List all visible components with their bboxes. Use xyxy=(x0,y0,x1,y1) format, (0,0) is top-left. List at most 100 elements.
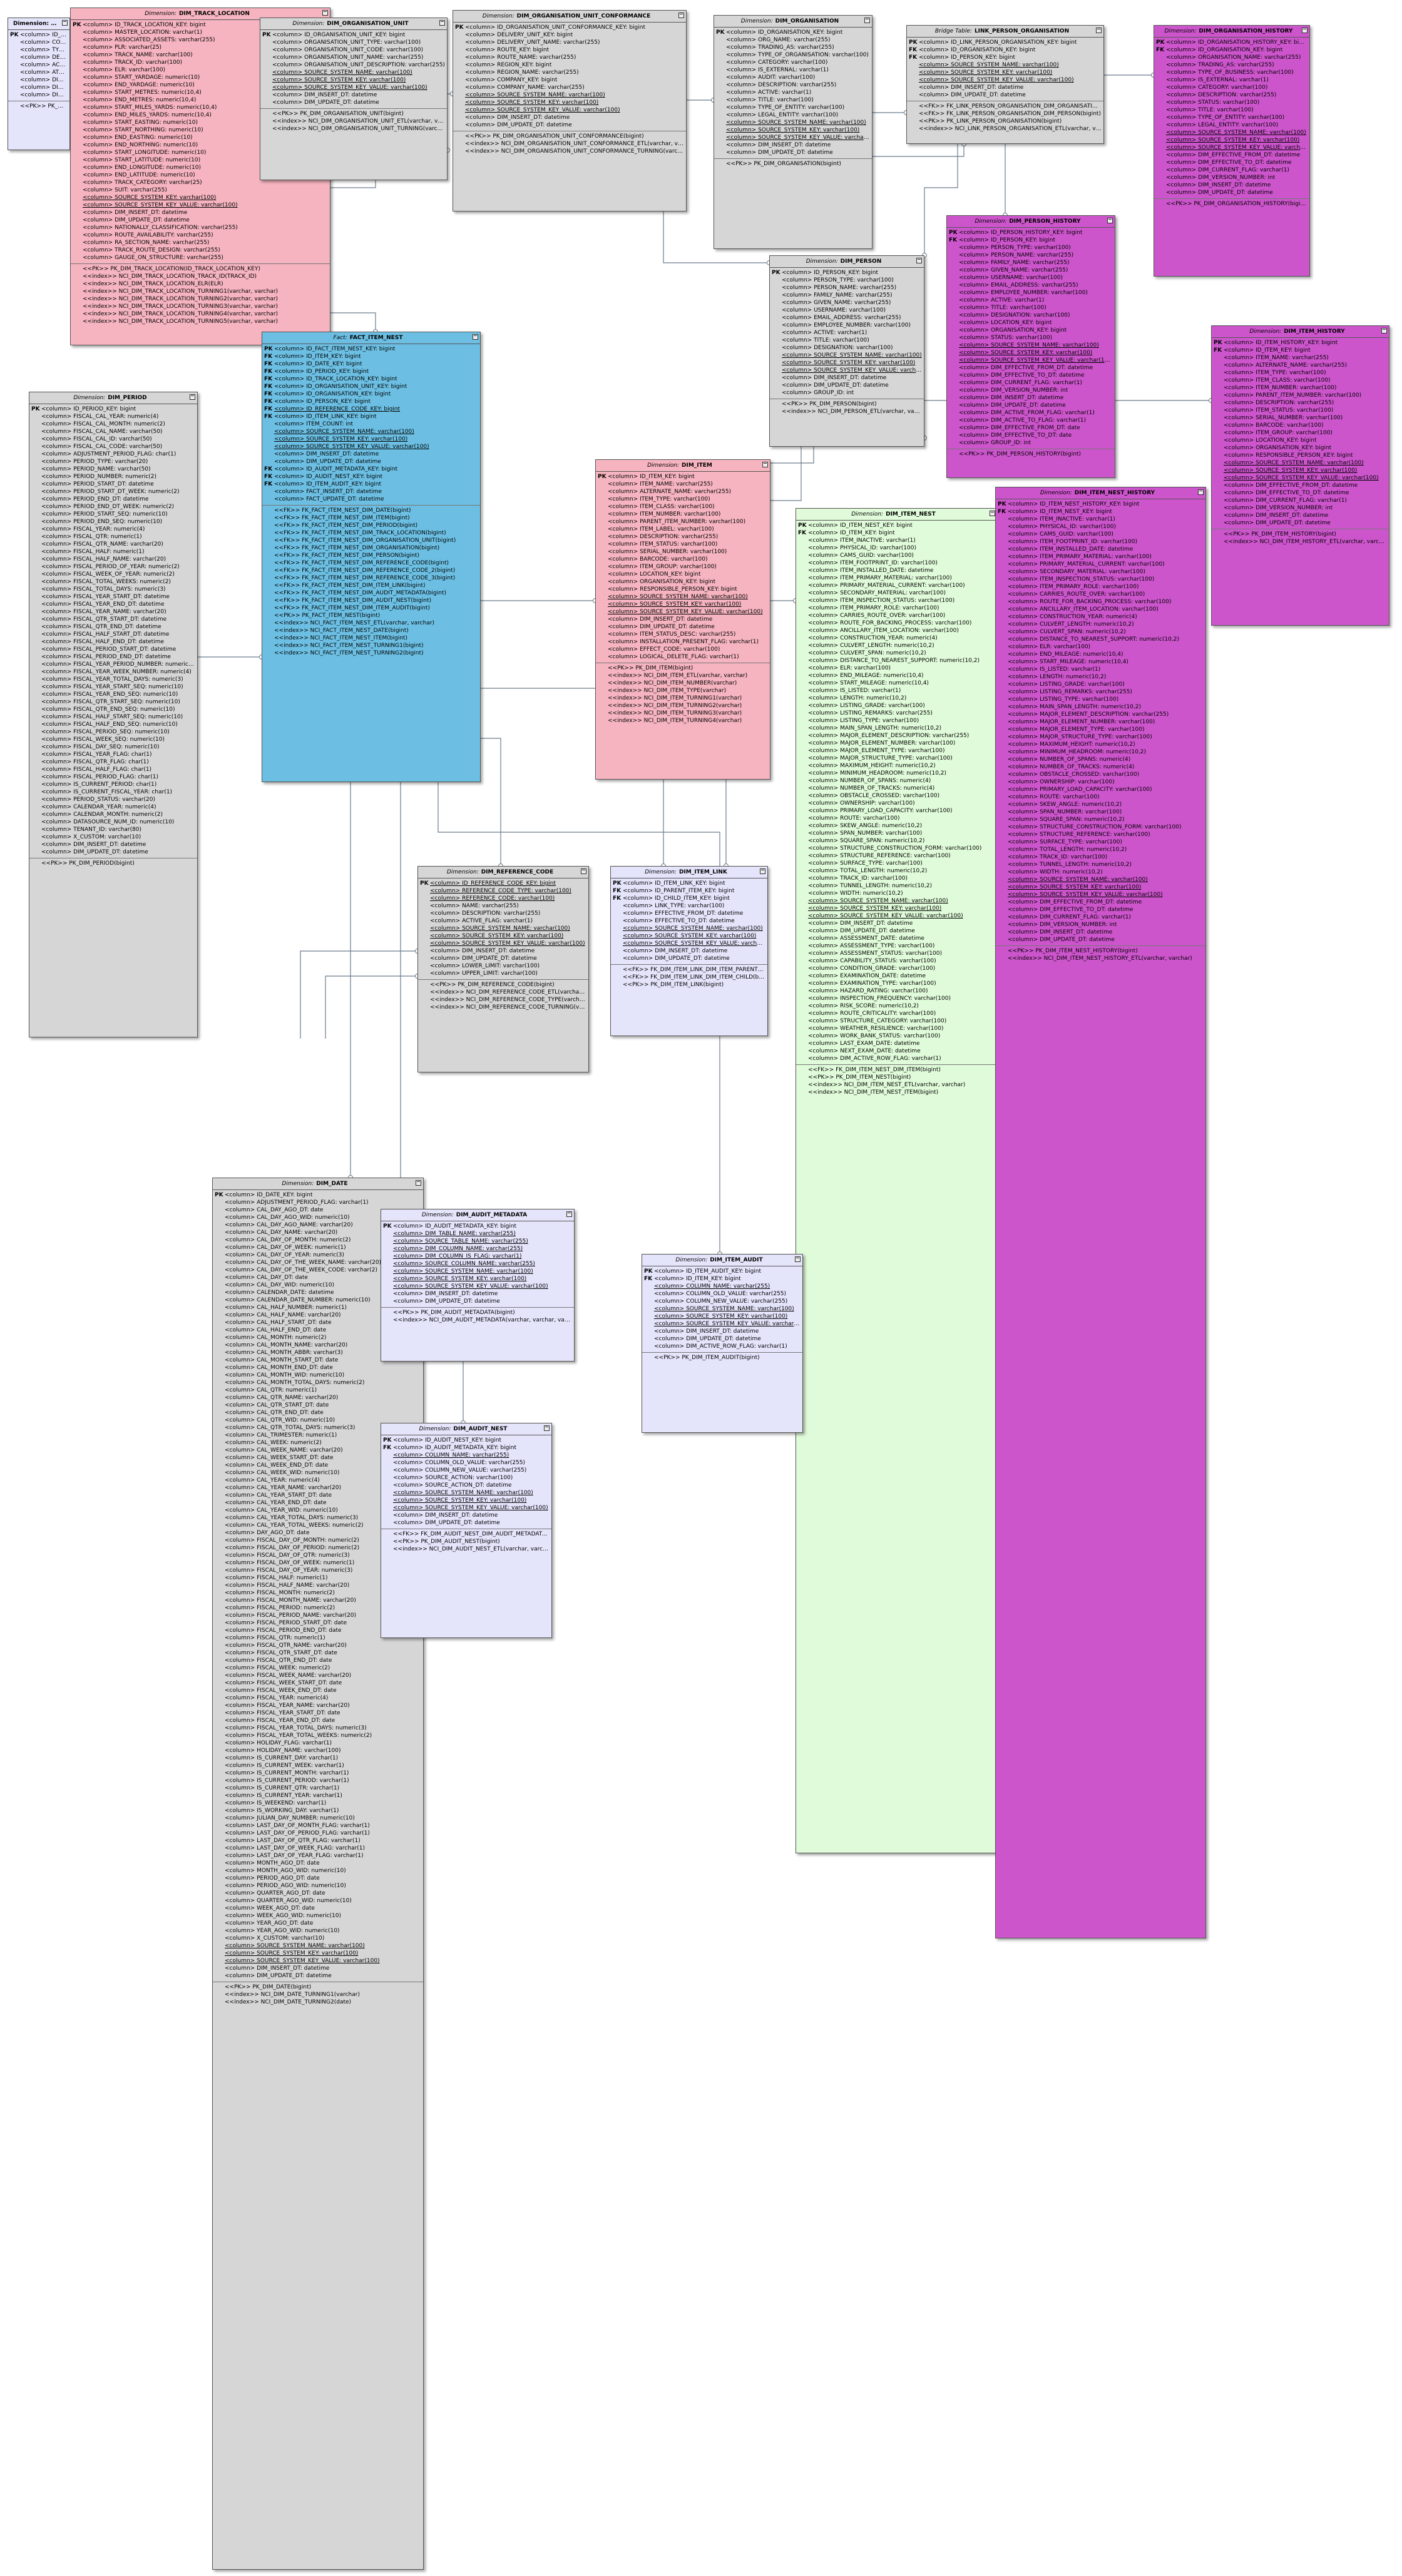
column-row[interactable]: <column> OBSTACLE_CROSSED: varchar(100) xyxy=(998,771,1204,778)
column-row[interactable]: FK<column> ID_ITEM_KEY: bigint xyxy=(1214,347,1387,354)
column-row[interactable]: <column> LENGTH: numeric(10,2) xyxy=(998,673,1204,681)
column-row[interactable]: <column> DIM_INSERT_DT: datetime xyxy=(73,209,328,216)
column-row[interactable]: <column> WEEK_AGO_WID: numeric(10) xyxy=(215,1912,421,1920)
column-row[interactable]: <column> FISCAL_YEAR_TOTAL_DAYS: numeric… xyxy=(215,1724,421,1732)
column-row[interactable]: <column> IS_WORKING_DAY: varchar(1) xyxy=(215,1807,421,1815)
column-row[interactable]: FK<column> ID_ITEM_KEY: bigint xyxy=(798,529,995,537)
column-row[interactable]: <column> ASSESSMENT_DATE: datetime xyxy=(798,935,995,942)
column-row[interactable]: <column> MAJOR_STRUCTURE_TYPE: varchar(1… xyxy=(798,755,995,762)
key-row[interactable]: <<index>> NCI_DIM_ITEM_ETL(varchar, varc… xyxy=(598,672,768,680)
column-row[interactable]: <column> ROUTE_FOR_BACKING_PROCESS: varc… xyxy=(798,619,995,627)
column-row[interactable]: <column> LOWER_LIMIT: varchar(100) xyxy=(420,962,586,970)
column-row[interactable]: FK<column> ID_AUDIT_METADATA_KEY: bigint xyxy=(383,1444,550,1452)
column-row[interactable]: <column> IS_CURRENT_DAY: varchar(1) xyxy=(215,1754,421,1762)
collapse-icon[interactable] xyxy=(473,334,478,340)
key-row[interactable]: <<index>> NCI_FACT_ITEM_NEST_TURNING1(bi… xyxy=(264,642,478,649)
column-row[interactable]: <column> ITEM_NUMBER: varchar(100) xyxy=(598,511,768,518)
column-row[interactable]: <column> CAL_QTR_NAME: varchar(20) xyxy=(215,1394,421,1402)
column-row[interactable]: <column> PERIOD_START_DT: datetime xyxy=(31,481,195,488)
key-row[interactable]: <<FK>> FK_FACT_ITEM_NEST_DIM_AUDIT_NEST(… xyxy=(264,597,478,604)
key-row[interactable]: <<index>> NCI_DIM_TRACK_LOCATION_TURNING… xyxy=(73,310,328,318)
column-row[interactable]: FK<column> ID_AUDIT_METADATA_KEY: bigint xyxy=(264,466,478,473)
column-row[interactable]: <column> ORGANISATION_KEY: bigint xyxy=(598,578,768,586)
column-row[interactable]: PK<column> ID_ITEM_NEST_KEY: bigint xyxy=(798,522,995,529)
key-row[interactable]: <<PK>> PK_DIM_TRACK_LOCATION(ID_TRACK_LO… xyxy=(73,265,328,273)
column-row[interactable]: <column> DESCRIPTION: varchar(255) xyxy=(1156,91,1307,99)
column-row[interactable]: <column> FISCAL_QTR_END_DT: datetime xyxy=(31,623,195,631)
column-row[interactable]: <column> LINK_TYPE: varchar(100) xyxy=(613,902,765,910)
key-row[interactable]: <<FK>> FK_LINK_PERSON_ORGANISATION_DIM_P… xyxy=(909,110,1102,118)
key-row[interactable]: <<PK>> PK_DIM_PERSON(bigint) xyxy=(772,400,922,408)
column-row[interactable]: <column> FISCAL_QTR_START_SEQ: numeric(1… xyxy=(31,698,195,706)
column-row[interactable]: <column> TOTAL_LENGTH: numeric(10,2) xyxy=(998,846,1204,853)
column-row[interactable]: <column> AUDIT: varchar(100) xyxy=(716,74,870,81)
key-row[interactable]: <<FK>> FK_DIM_ITEM_NEST_DIM_ITEM(bigint) xyxy=(798,1066,995,1074)
column-row[interactable]: <column> ASSESSMENT_STATUS: varchar(100) xyxy=(798,950,995,957)
column-row[interactable]: <column> SOURCE_SYSTEM_KEY: varchar(100) xyxy=(1214,467,1387,474)
column-row[interactable]: <column> PERIOD_NUMBER: numeric(2) xyxy=(31,473,195,481)
key-row[interactable]: <<index>> NCI_FACT_ITEM_NEST_DATE(bigint… xyxy=(264,627,478,634)
column-row[interactable]: <column> FISCAL_TOTAL_WEEKS: numeric(2) xyxy=(31,578,195,586)
column-row[interactable]: <column> SOURCE_SYSTEM_KEY: varchar(100) xyxy=(909,69,1102,76)
column-row[interactable]: <column> FISCAL_HALF: numeric(1) xyxy=(31,548,195,556)
column-row[interactable]: <column> SOURCE_SYSTEM_NAME: varchar(100… xyxy=(772,352,922,359)
column-row[interactable]: <column> DIM_INSERT_DT: datetime xyxy=(949,394,1113,402)
column-row[interactable]: <column> IS_CURRENT_FISCAL_YEAR: char(1) xyxy=(31,788,195,796)
column-row[interactable]: FK<column> ID_PERSON_KEY: bigint xyxy=(949,237,1113,244)
column-row[interactable]: PK<column> ID_LINK_PERSON_ORGANISATION_K… xyxy=(909,39,1102,46)
column-row[interactable]: <column> SURFACE_TYPE: varchar(100) xyxy=(998,838,1204,846)
key-row[interactable]: <<FK>> FK_FACT_ITEM_NEST_DIM_ORGANISATIO… xyxy=(264,544,478,552)
column-row[interactable]: <column> SOURCE_SYSTEM_KEY_VALUE: varcha… xyxy=(909,76,1102,84)
column-row[interactable]: <column> EMPLOYEE_NUMBER: varchar(100) xyxy=(949,289,1113,297)
key-row[interactable]: <<PK>> PK_DIM_ITEM_AUDIT(bigint) xyxy=(644,1354,801,1362)
column-row[interactable]: <column> YEAR_AGO_WID: numeric(10) xyxy=(215,1927,421,1935)
column-row[interactable]: <column> FACT_UPDATE_DT: datetime xyxy=(264,496,478,503)
column-row[interactable]: <column> ITEM_PRIMARY_ROLE: varchar(100) xyxy=(998,583,1204,591)
column-row[interactable]: <column> DIM_INSERT_DT: datetime xyxy=(264,451,478,458)
column-row[interactable]: <column> COMPANY_NAME: varchar(255) xyxy=(455,84,684,91)
column-row[interactable]: <column> SOURCE_SYSTEM_NAME: varchar(100… xyxy=(455,91,684,99)
column-row[interactable]: <column> ITEM_FOOTPRINT_ID: varchar(100) xyxy=(798,559,995,567)
column-row[interactable]: <column> TITLE: varchar(100) xyxy=(1156,106,1307,114)
key-row[interactable]: <<PK>> PK_DIM_ITEM(bigint) xyxy=(598,664,768,672)
key-row[interactable]: <<PK>> PK_DIM_ITEM_HISTORY(bigint) xyxy=(1214,531,1387,538)
column-row[interactable]: <column> ITEM_PRIMARY_MATERIAL: varchar(… xyxy=(998,553,1204,561)
collapse-icon[interactable] xyxy=(62,20,68,26)
column-row[interactable]: <column> END_MILEAGE: numeric(10,4) xyxy=(798,672,995,680)
column-row[interactable]: <column> DIM_UPDATE_DT: datetime xyxy=(73,216,328,224)
column-row[interactable]: <column> TYPE_OF_ENTITY: varchar(100) xyxy=(716,104,870,111)
column-row[interactable]: <column> ORGANISATION_KEY: bigint xyxy=(949,327,1113,334)
table-title[interactable]: Dimension:DIM_PERIOD xyxy=(29,392,197,404)
collapse-icon[interactable] xyxy=(566,1211,572,1217)
column-row[interactable]: <column> CULVERT_LENGTH: numeric(10,2) xyxy=(798,642,995,649)
column-row[interactable]: <column> TYPE_OF_BUSINESS: varchar(100) xyxy=(1156,69,1307,76)
column-row[interactable]: <column> ORG_NAME: varchar(255) xyxy=(716,36,870,44)
column-row[interactable]: <column> ORGANISATION_UNIT_DESCRIPTION: … xyxy=(262,61,445,69)
key-row[interactable]: <<index>> NCI_DIM_TRACK_LOCATION_TURNING… xyxy=(73,295,328,303)
column-row[interactable]: <column> DIM_ACTIVE_TO_FLAG: varchar(1) xyxy=(949,417,1113,424)
column-row[interactable]: <column> CAL_QTR_START_DT: date xyxy=(215,1402,421,1409)
column-row[interactable]: <column> EMAIL_ADDRESS: varchar(255) xyxy=(949,282,1113,289)
column-row[interactable]: <column> PERIOD_END_DT_WEEK: numeric(2) xyxy=(31,503,195,511)
column-row[interactable]: <column> MAJOR_ELEMENT_NUMBER: varchar(1… xyxy=(798,740,995,747)
collapse-icon[interactable] xyxy=(416,1180,421,1186)
column-row[interactable]: PK<column> ID_ITEM_NEST_HISTORY_KEY: big… xyxy=(998,501,1204,508)
column-row[interactable]: <column> FISCAL_HALF_END_SEQ: numeric(10… xyxy=(31,721,195,728)
key-row[interactable]: <<index>> NCI_DIM_REFERENCE_CODE_TYPE(va… xyxy=(420,996,586,1004)
column-row[interactable]: <column> REFERENCE_CODE: varchar(100) xyxy=(420,895,586,902)
column-row[interactable]: <column> BARCODE: varchar(100) xyxy=(598,556,768,563)
column-row[interactable]: <column> STRUCTURE_CONSTRUCTION_FORM: va… xyxy=(998,823,1204,831)
column-row[interactable]: <column> OWNERSHIP: varchar(100) xyxy=(798,800,995,807)
column-row[interactable]: <column> DISTANCE_TO_NEAREST_SUPPORT: nu… xyxy=(998,636,1204,643)
column-row[interactable]: <column> GROUP_ID: int xyxy=(949,439,1113,447)
column-row[interactable]: <column> DIM_INSERT_DT: datetime xyxy=(998,929,1204,936)
key-row[interactable]: <<FK>> FK_DIM_ITEM_LINK_DIM_ITEM_PARENT(… xyxy=(613,966,765,974)
column-row[interactable]: <column> SOURCE_SYSTEM_KEY: varchar(100) xyxy=(383,1275,572,1283)
column-row[interactable]: <column> USERNAME: varchar(100) xyxy=(772,307,922,314)
column-row[interactable]: <column> FISCAL_HALF_START_DT: datetime xyxy=(31,631,195,638)
column-row[interactable]: <column> REFERENCE_CODE_TYPE: varchar(10… xyxy=(420,887,586,895)
column-row[interactable]: <column> DIM_INSERT_DT: datetime xyxy=(455,114,684,121)
